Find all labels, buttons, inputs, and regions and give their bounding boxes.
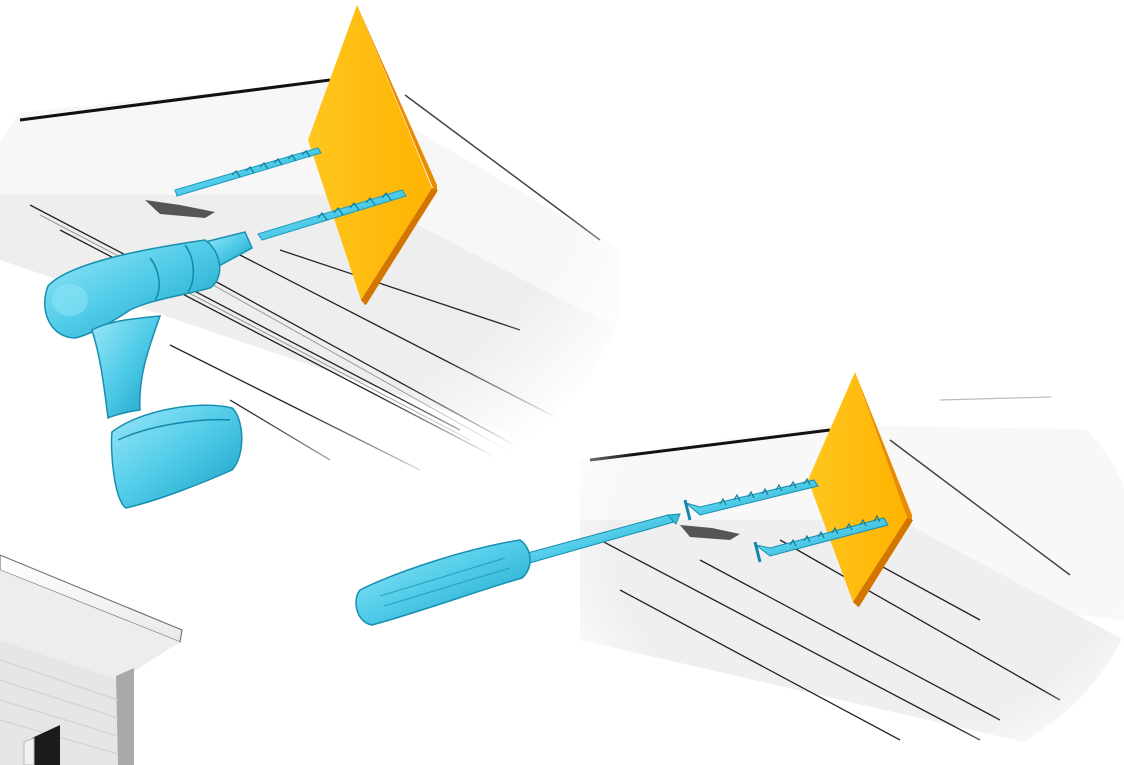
house-icon [0,555,182,765]
house-window-frame [24,738,34,765]
roof-edge-line-b-far [940,395,1124,400]
house-corner-post [116,668,134,765]
